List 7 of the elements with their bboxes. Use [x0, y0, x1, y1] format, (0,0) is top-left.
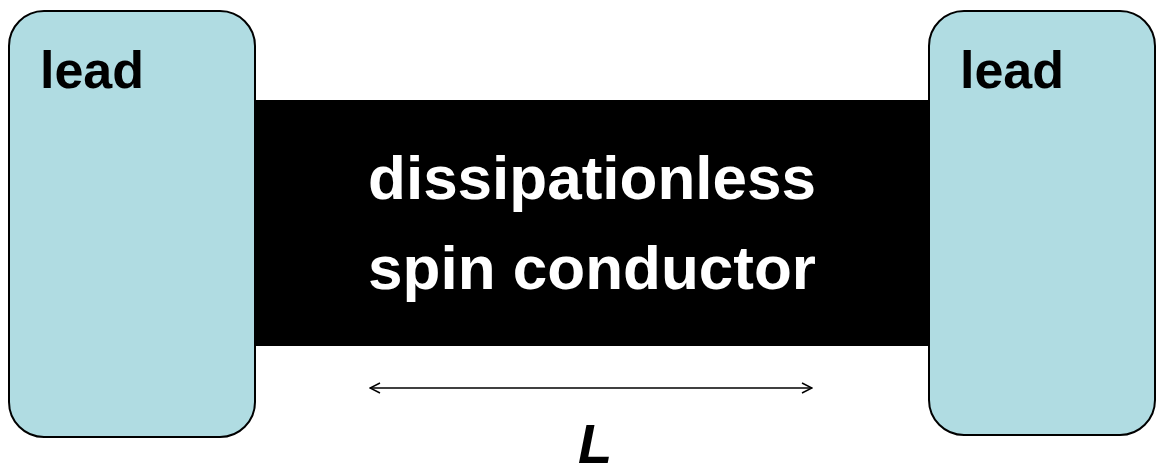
- label-text: dissipationless spin conductor: [367, 142, 817, 304]
- lead-box: [928, 10, 1156, 436]
- dimension-label: L: [578, 414, 613, 464]
- conductor-bar: [255, 100, 929, 346]
- label-text: lead: [960, 40, 1065, 100]
- label-text: lead: [40, 40, 145, 100]
- lead-box: [8, 10, 256, 438]
